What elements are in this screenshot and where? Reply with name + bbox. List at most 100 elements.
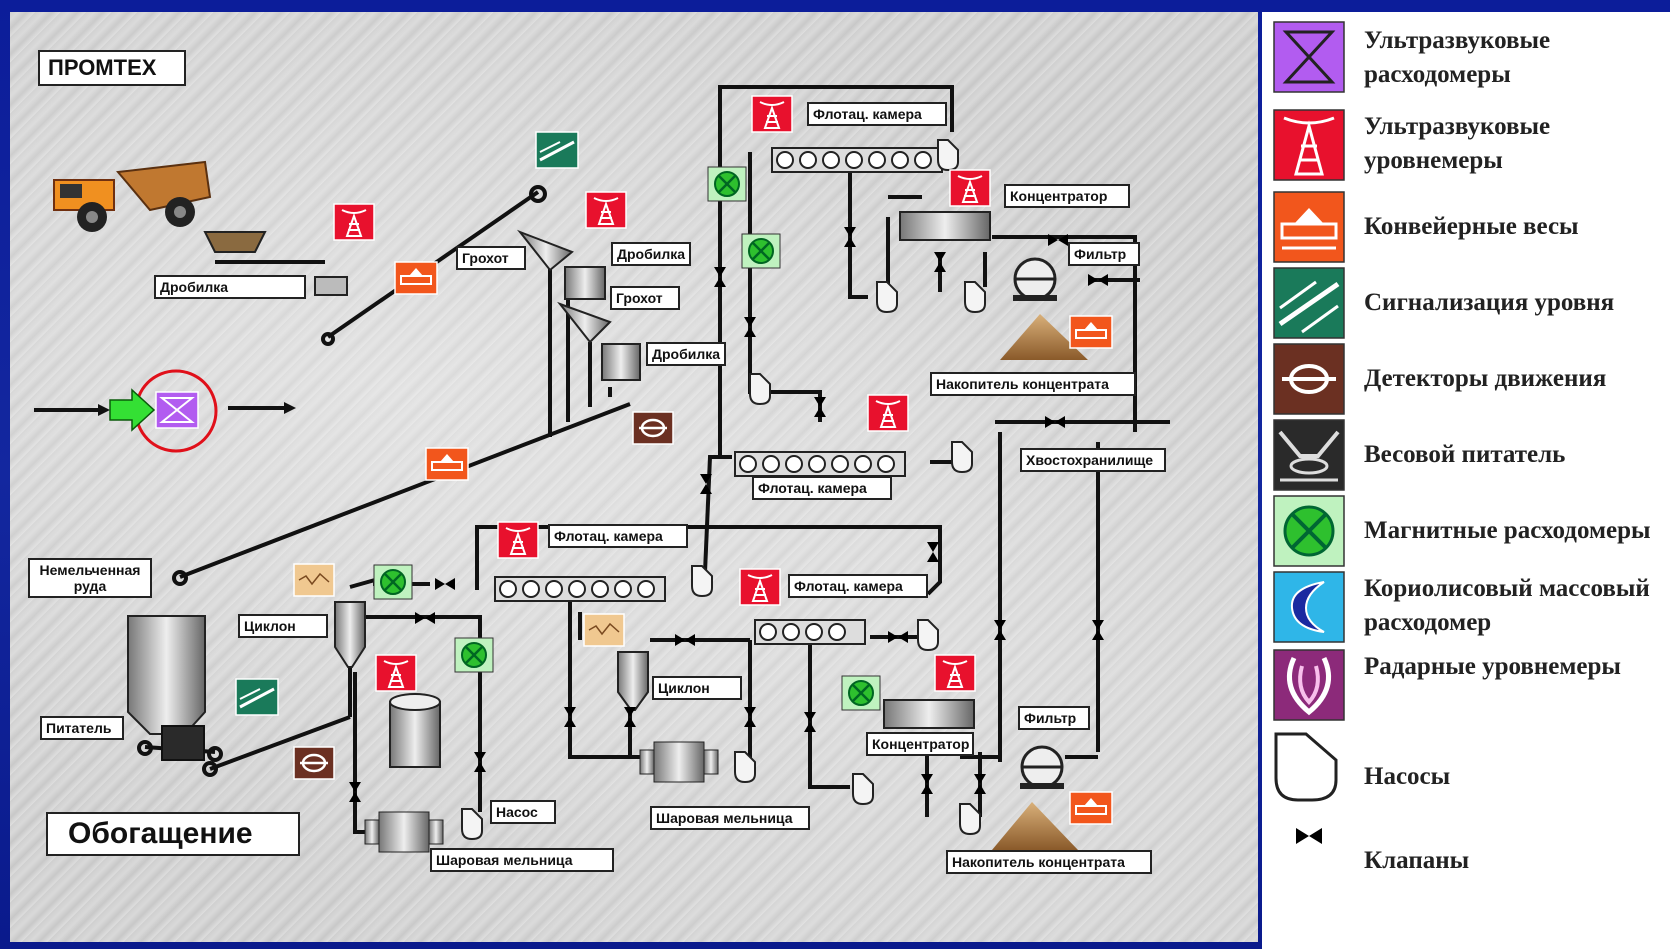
filter-2-body xyxy=(1020,747,1064,789)
label-flot-cell-4: Флотац. камера xyxy=(788,574,928,598)
label-crusher-2: Дробилка xyxy=(611,242,691,266)
valve-icon xyxy=(435,578,455,590)
pump-icon xyxy=(952,442,972,472)
valve-icon xyxy=(804,712,816,732)
legend-label: Кориолисовый массовый расходомер xyxy=(1364,572,1670,640)
motion-detector-icon xyxy=(1272,342,1346,416)
label-concentrator-1: Концентратор xyxy=(1004,184,1130,208)
pump-icon xyxy=(750,374,770,404)
valve-icon xyxy=(927,542,939,562)
conveyor-scale-icon xyxy=(426,448,468,480)
legend-label: Весовой питатель xyxy=(1364,438,1670,472)
ultrasonic-level-icon xyxy=(586,192,626,228)
label-ball-mill-2: Шаровая мельница xyxy=(650,806,810,830)
cyclone-1-body xyxy=(335,602,365,667)
inlet-flowmeter-callout xyxy=(34,371,296,451)
ultrasonic-level-icon xyxy=(950,170,990,206)
valve-icon xyxy=(415,612,435,624)
concentrate-pile-2 xyxy=(992,802,1078,850)
valve-icon xyxy=(474,752,486,772)
pump-icon xyxy=(692,566,712,596)
valve-icon xyxy=(814,397,826,417)
ultrasonic-level-icon xyxy=(498,522,538,558)
ball-mill-2-body xyxy=(640,742,718,782)
magnetic-flowmeter-icon xyxy=(455,638,493,672)
screen-1-body xyxy=(520,232,572,270)
coriolis-flowmeter-icon xyxy=(1272,570,1346,644)
ultrasonic-level-icon xyxy=(1272,108,1346,182)
conveyor-scale-icon xyxy=(395,262,437,294)
process-diagram: ПРОМТЕХ Обогащение Дробилка Грохот Дроби… xyxy=(10,12,1258,942)
legend-label: Ультразвуковые уровнемеры xyxy=(1364,110,1670,178)
pump-icon xyxy=(1272,730,1346,804)
magnetic-flowmeter-icon xyxy=(708,167,746,201)
flot-cell-3-body xyxy=(735,452,905,476)
label-flot-cell-3: Флотац. камера xyxy=(752,476,892,500)
valve-icon xyxy=(974,774,986,794)
label-pump: Насос xyxy=(490,800,556,824)
radar-level-icon xyxy=(584,614,624,646)
concentrator-1-body xyxy=(900,212,990,240)
label-cyclone-1: Циклон xyxy=(238,614,328,638)
flot-cell-4-body xyxy=(755,620,865,644)
weigh-feeder-icon xyxy=(1272,418,1346,492)
valve-icon xyxy=(1092,620,1104,640)
section-title: Обогащение xyxy=(46,812,300,856)
pump-icon xyxy=(918,620,938,650)
level-alarm-icon xyxy=(536,132,578,168)
filter-1-body xyxy=(1013,259,1057,301)
valve-icon xyxy=(744,707,756,727)
company-label: ПРОМТЕХ xyxy=(38,50,186,86)
valve-icon xyxy=(844,227,856,247)
label-cyclone-2: Циклон xyxy=(652,676,742,700)
legend-label: Насосы xyxy=(1364,760,1670,794)
weigh-feeder-body xyxy=(162,726,204,760)
pump-icon xyxy=(938,140,958,170)
label-raw-ore: Немельченная руда xyxy=(28,558,152,598)
legend-label: Детекторы движения xyxy=(1364,362,1670,396)
pump-icon xyxy=(965,282,985,312)
label-filter-1: Фильтр xyxy=(1068,242,1140,266)
conveyor-scale-icon xyxy=(1272,190,1346,264)
label-tailings: Хвостохранилище xyxy=(1020,448,1166,472)
valve-icon xyxy=(1272,820,1346,894)
legend-label: Магнитные расходомеры xyxy=(1364,514,1670,548)
level-alarm-icon xyxy=(236,679,278,715)
valve-icon xyxy=(349,782,361,802)
legend-label: Радарные уровнемеры xyxy=(1364,650,1670,684)
haul-truck xyxy=(54,162,210,232)
valve-icon xyxy=(1088,274,1108,286)
valve-icon xyxy=(921,774,933,794)
label-flot-cell-1: Флотац. камера xyxy=(548,524,688,548)
motion-detector-icon xyxy=(294,747,334,779)
label-storage-2: Накопитель концентрата xyxy=(946,850,1152,874)
ultrasonic-level-icon xyxy=(868,395,908,431)
valve-icon xyxy=(675,634,695,646)
motion-detector-icon xyxy=(633,412,673,444)
ultrasonic-level-icon xyxy=(376,655,416,691)
ultrasonic-flowmeter-icon xyxy=(1272,20,1346,94)
ore-hopper xyxy=(205,232,265,252)
ultrasonic-level-icon xyxy=(740,569,780,605)
valve-icon xyxy=(564,707,576,727)
conveyor-scale-icon xyxy=(1070,316,1112,348)
legend-label: Сигнализация уровня xyxy=(1364,286,1670,320)
pump-icon xyxy=(462,809,482,839)
legend-panel: Ультразвуковые расходомеры Ультразвуковы… xyxy=(1262,12,1670,949)
pump-icon xyxy=(877,282,897,312)
flot-cell-2-body xyxy=(772,148,942,172)
flot-cell-1-body xyxy=(495,577,665,601)
pump-icon xyxy=(853,774,873,804)
label-screen-1: Грохот xyxy=(456,246,526,270)
ultrasonic-level-icon xyxy=(935,655,975,691)
diagram-svg xyxy=(10,12,1258,942)
ultrasonic-level-icon xyxy=(334,204,374,240)
cyclone-2-body xyxy=(618,652,648,710)
ball-mill-1-body xyxy=(365,812,443,852)
legend-label: Ультразвуковые расходомеры xyxy=(1364,24,1670,92)
label-screen-2: Грохот xyxy=(610,286,680,310)
valve-icon xyxy=(714,267,726,287)
crusher-3-body xyxy=(602,344,640,380)
pump-icon xyxy=(960,804,980,834)
valve-icon xyxy=(1045,416,1065,428)
